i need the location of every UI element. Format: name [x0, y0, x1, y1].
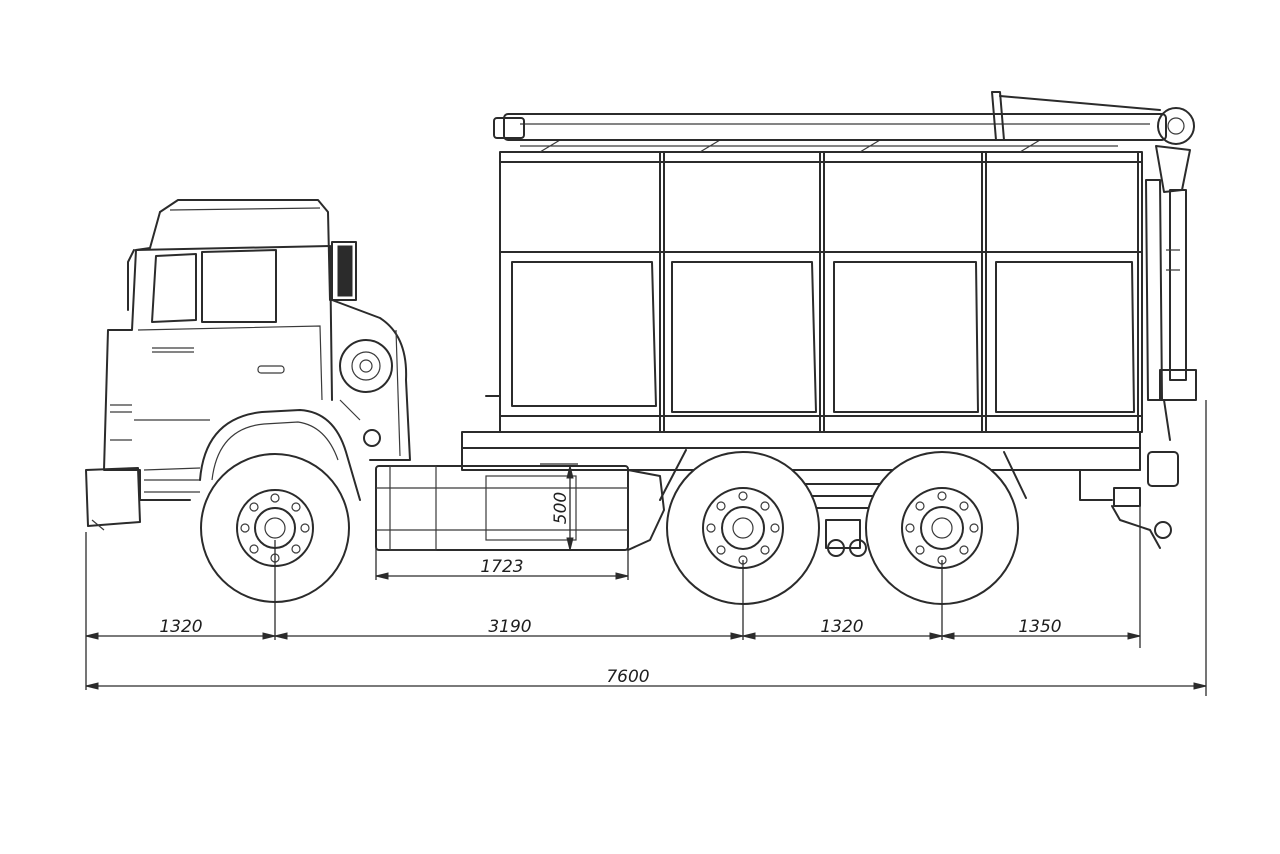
fuel-tank	[375, 465, 665, 551]
mudguards	[659, 449, 1027, 501]
dim-front-overhang: 1320	[159, 617, 202, 637]
dim-wheelbase-rear: 1320	[820, 617, 863, 637]
reel-icon	[1157, 107, 1195, 145]
rear-suspension	[799, 469, 881, 557]
dim-tank-height: 500	[551, 492, 571, 524]
cab	[85, 199, 333, 531]
dim-wheelbase-front: 3190	[488, 617, 531, 637]
front-bumper	[85, 467, 141, 527]
rear-wheel	[865, 451, 1019, 605]
side-window	[151, 253, 197, 323]
cargo-body	[485, 139, 1143, 433]
dim-overall-length: 7600	[606, 667, 649, 687]
dim-rear-overhang: 1350	[1018, 617, 1061, 637]
wheel-nuts	[240, 493, 310, 563]
rear-light	[1113, 487, 1141, 507]
engine-compartment	[331, 241, 411, 461]
front-wheel-arch	[199, 409, 361, 501]
air-filter	[331, 241, 357, 301]
rear-hydraulic-column	[1145, 179, 1197, 487]
tarp-rail	[493, 91, 1195, 193]
spare-wheel-icon	[339, 339, 393, 393]
tow-hook	[1154, 521, 1172, 539]
dim-tank-length: 1723	[480, 557, 523, 577]
dimension-lines	[85, 400, 1207, 696]
door-window	[201, 249, 277, 323]
